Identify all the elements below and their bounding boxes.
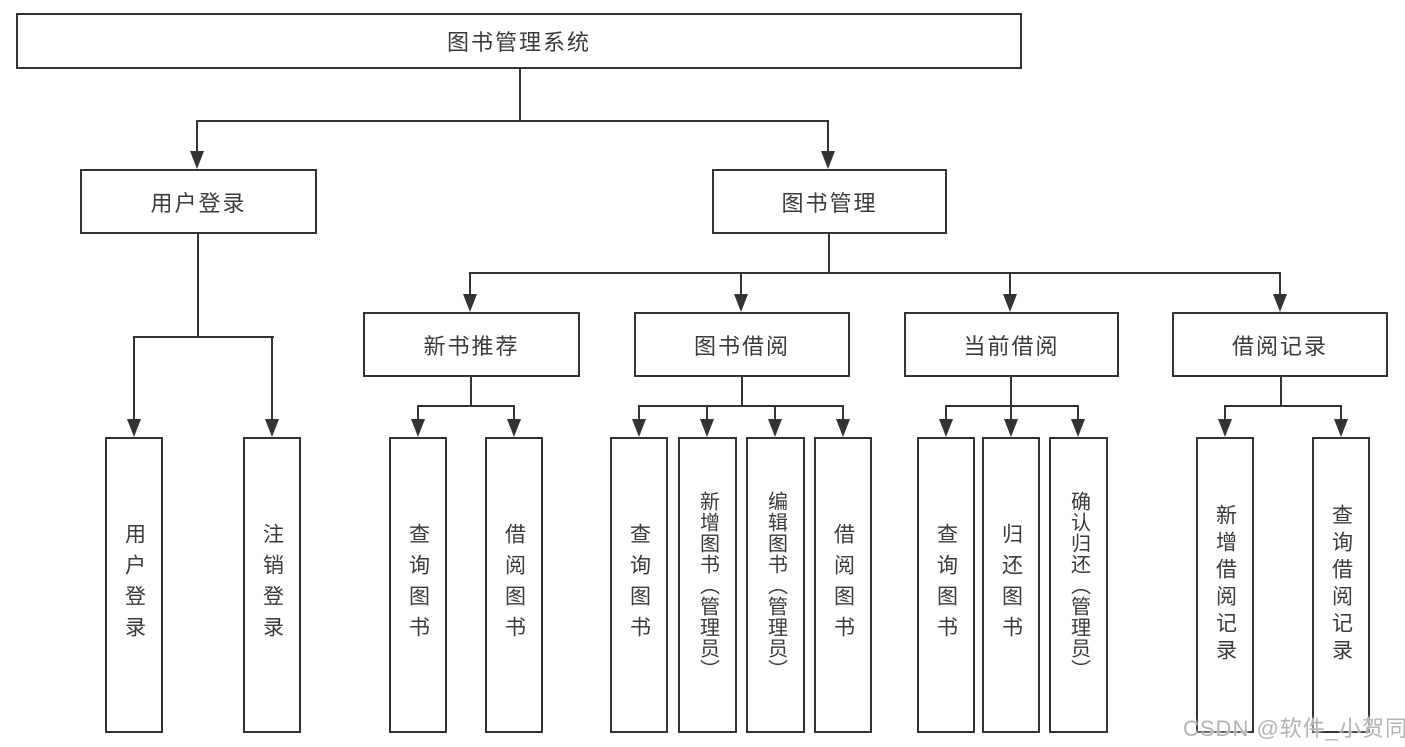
connector-line (196, 120, 198, 153)
arrowhead-down-icon (463, 294, 477, 312)
connector-line (1010, 377, 1012, 407)
connector-line (469, 272, 471, 296)
connector-line (1340, 405, 1342, 421)
connector-line (774, 405, 776, 421)
leaf-edit-books-admin-label: 编辑图书（管理员） (764, 490, 787, 680)
leaf-add-books-admin-label: 新增图书（管理员） (696, 490, 719, 680)
node-book-management-label: 图书管理 (781, 190, 878, 216)
connector-line (741, 377, 743, 407)
node-new-book-recommend-label: 新书推荐 (423, 333, 520, 359)
leaf-query-borrow-record: 查询借阅记录 (1312, 437, 1370, 733)
connector-line (842, 405, 844, 421)
arrowhead-down-icon (836, 419, 850, 437)
node-borrow-records: 借阅记录 (1172, 312, 1388, 377)
connector-line (469, 272, 1281, 274)
node-current-borrow: 当前借阅 (904, 312, 1119, 377)
node-user-login-label: 用户登录 (150, 190, 247, 216)
node-borrow-records-label: 借阅记录 (1231, 333, 1328, 359)
arrowhead-down-icon (1071, 419, 1085, 437)
arrowhead-down-icon (939, 419, 953, 437)
connector-line (271, 336, 273, 421)
leaf-query-books-3: 查询图书 (917, 437, 975, 733)
connector-line (706, 405, 708, 421)
arrowhead-down-icon (821, 151, 835, 169)
leaf-logout: 注销登录 (243, 437, 301, 733)
leaf-borrow-books-1-label: 借阅图书 (502, 523, 526, 647)
leaf-add-borrow-record: 新增借阅记录 (1196, 437, 1254, 733)
arrowhead-down-icon (1004, 419, 1018, 437)
leaf-query-books-2-label: 查询图书 (627, 523, 651, 647)
connector-line (417, 405, 515, 407)
connector-line (513, 405, 515, 421)
node-new-book-recommend: 新书推荐 (363, 312, 580, 377)
leaf-query-books-2: 查询图书 (610, 437, 668, 733)
connector-line (945, 405, 1079, 407)
connector-line (1010, 405, 1012, 421)
arrowhead-down-icon (190, 151, 204, 169)
connector-line (519, 68, 521, 120)
connector-line (1077, 405, 1079, 421)
connector-line (1279, 272, 1281, 296)
leaf-add-borrow-record-label: 新增借阅记录 (1213, 504, 1237, 666)
leaf-user-login-label: 用户登录 (122, 523, 146, 647)
connector-line (945, 405, 947, 421)
leaf-borrow-books-1: 借阅图书 (485, 437, 543, 733)
arrowhead-down-icon (700, 419, 714, 437)
leaf-confirm-return-admin: 确认归还（管理员） (1049, 437, 1108, 733)
node-root-system: 图书管理系统 (16, 13, 1022, 69)
connector-line (417, 405, 419, 421)
arrowhead-down-icon (411, 419, 425, 437)
connector-line (470, 377, 472, 407)
leaf-borrow-books-2: 借阅图书 (814, 437, 872, 733)
node-book-borrow: 图书借阅 (634, 312, 850, 377)
arrowhead-down-icon (734, 294, 748, 312)
connector-line (740, 272, 742, 296)
connector-line (1224, 405, 1342, 407)
arrowhead-down-icon (1334, 419, 1348, 437)
node-user-login: 用户登录 (80, 169, 317, 234)
arrowhead-down-icon (507, 419, 521, 437)
connector-line (133, 336, 274, 338)
leaf-edit-books-admin: 编辑图书（管理员） (746, 437, 805, 733)
connector-line (1224, 405, 1226, 421)
leaf-add-books-admin: 新增图书（管理员） (678, 437, 737, 733)
connector-line (828, 234, 830, 274)
connector-line (133, 336, 135, 421)
node-book-management: 图书管理 (712, 169, 947, 234)
connector-line (638, 405, 640, 421)
leaf-user-login: 用户登录 (105, 437, 163, 733)
leaf-query-books-3-label: 查询图书 (934, 523, 958, 647)
leaf-return-books-label: 归还图书 (999, 523, 1023, 647)
connector-line (1009, 272, 1011, 296)
node-book-borrow-label: 图书借阅 (693, 333, 790, 359)
connector-line (1280, 377, 1282, 407)
node-current-borrow-label: 当前借阅 (963, 333, 1060, 359)
arrowhead-down-icon (1218, 419, 1232, 437)
arrowhead-down-icon (127, 419, 141, 437)
connector-line (196, 120, 829, 122)
leaf-query-books-1: 查询图书 (389, 437, 447, 733)
arrowhead-down-icon (1273, 294, 1287, 312)
leaf-confirm-return-admin-label: 确认归还（管理员） (1067, 490, 1090, 680)
leaf-logout-label: 注销登录 (260, 523, 284, 647)
node-root-label: 图书管理系统 (446, 30, 591, 55)
arrowhead-down-icon (632, 419, 646, 437)
csdn-watermark: CSDN @软件_小贺同学 (1183, 716, 1405, 741)
arrowhead-down-icon (265, 419, 279, 437)
connector-line (638, 405, 844, 407)
arrowhead-down-icon (768, 419, 782, 437)
arrowhead-down-icon (1003, 294, 1017, 312)
connector-line (827, 120, 829, 153)
connector-line (197, 234, 199, 337)
leaf-query-borrow-record-label: 查询借阅记录 (1329, 504, 1353, 666)
leaf-borrow-books-2-label: 借阅图书 (831, 523, 855, 647)
leaf-query-books-1-label: 查询图书 (406, 523, 430, 647)
leaf-return-books: 归还图书 (982, 437, 1040, 733)
